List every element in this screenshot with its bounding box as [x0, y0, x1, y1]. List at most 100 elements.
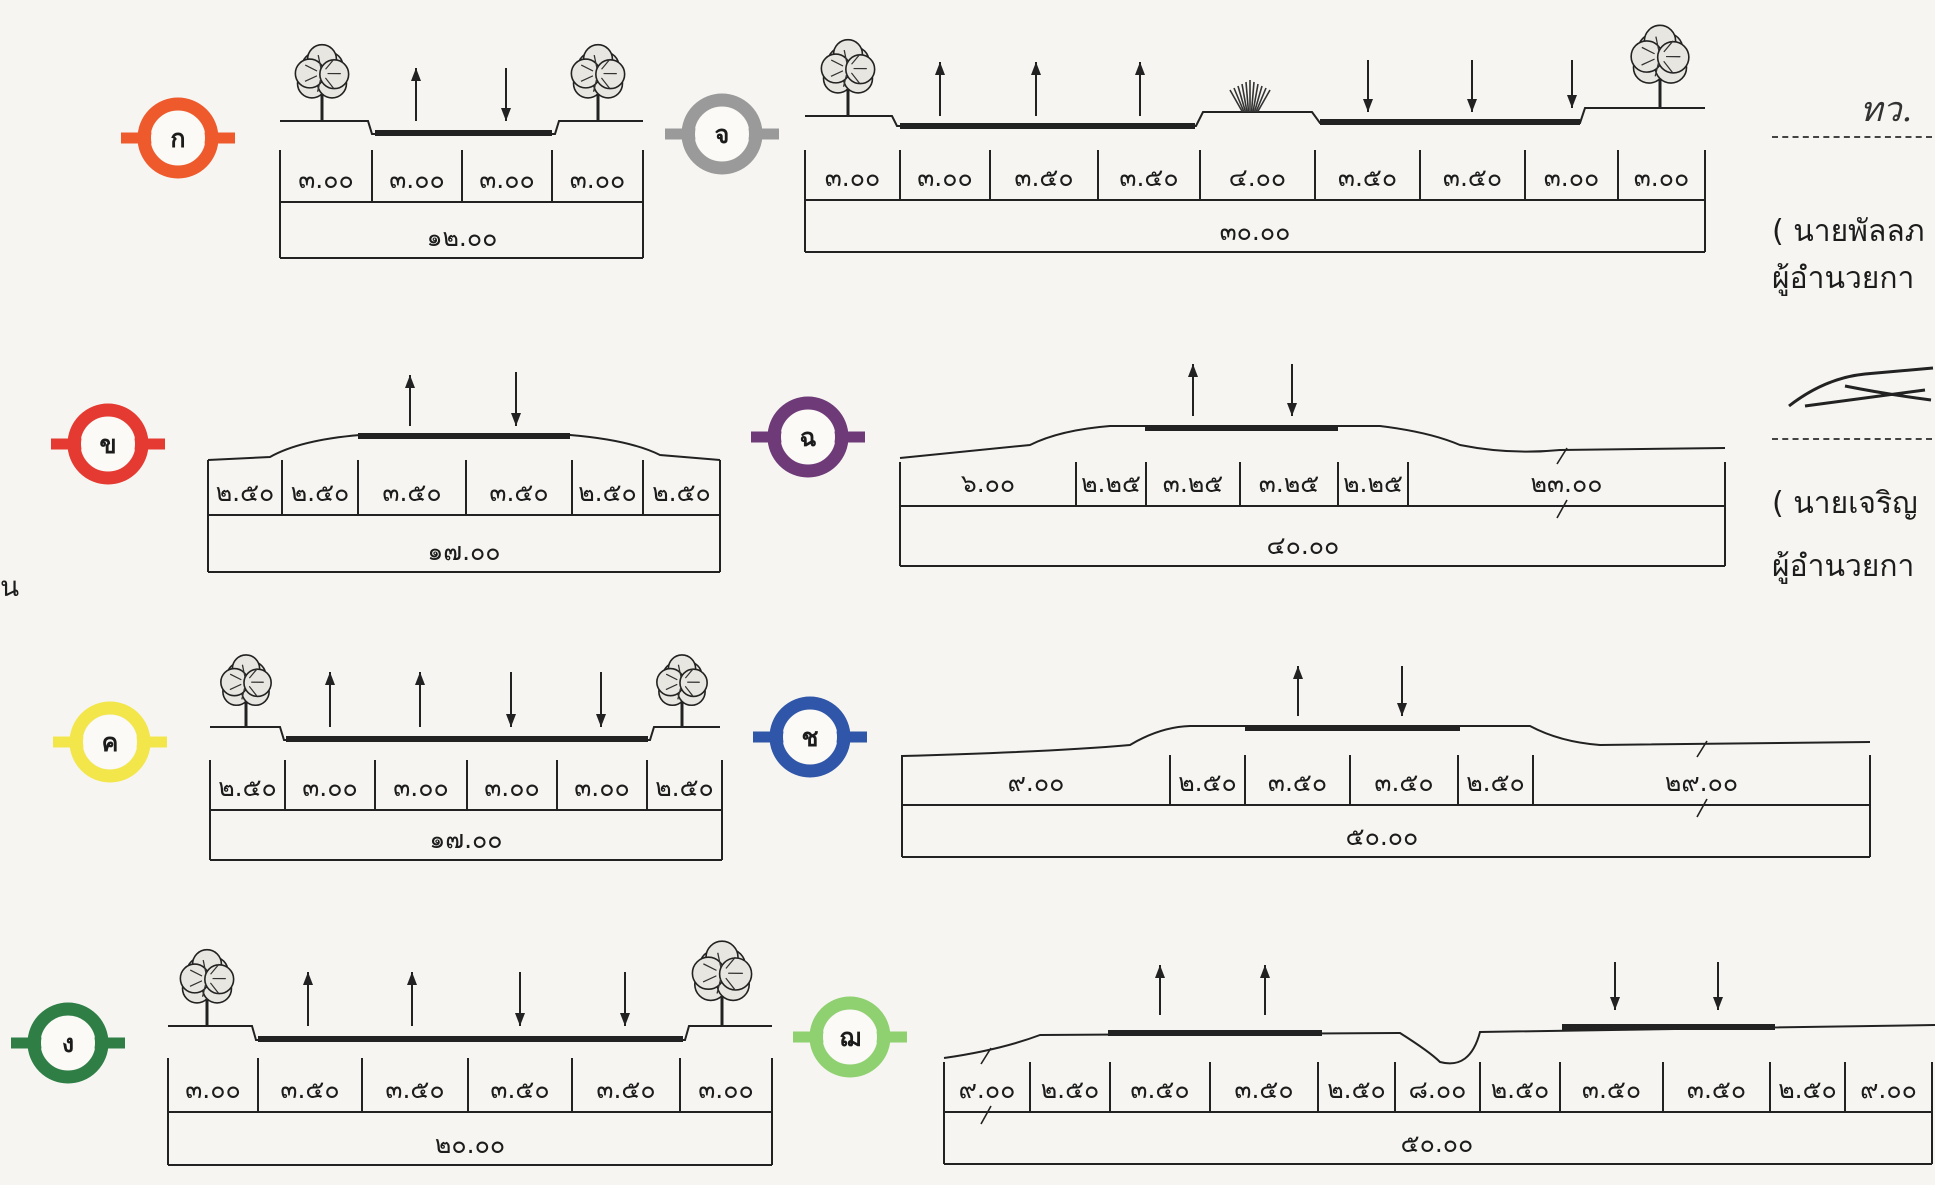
tree-branch: [830, 70, 844, 77]
tree-branch: [210, 982, 219, 994]
arrow-head: [1031, 62, 1041, 75]
badge-chor3: ฌ: [793, 996, 907, 1078]
arrow-head: [1397, 703, 1407, 716]
width-label: ๓.๕๐: [1234, 1075, 1293, 1104]
arrow-head: [411, 68, 421, 81]
tree-branch: [842, 73, 848, 87]
tree-branch: [851, 53, 861, 65]
tree-foliage: [204, 963, 235, 995]
shrub-stem: [1252, 83, 1259, 113]
badge-ring: [137, 97, 219, 179]
shrub-stem: [1253, 85, 1263, 113]
arrow-head: [1610, 997, 1620, 1010]
badge-chor: ฉ: [751, 396, 865, 478]
arrow-head: [1467, 99, 1477, 112]
width-label: ๒.๕๐: [216, 478, 275, 507]
dimension-table-khor: ๒.๕๐๒.๕๐๓.๕๐๓.๕๐๒.๕๐๒.๕๐๑๗.๐๐: [207, 460, 721, 573]
arrow-head: [501, 108, 511, 121]
width-label: ๒๓.๐๐: [1530, 469, 1602, 498]
badge-ngor: ง: [11, 1002, 125, 1084]
tree-branch: [581, 64, 594, 72]
tree-branch: [601, 77, 610, 89]
width-label: ๓.๕๐: [1119, 163, 1178, 192]
tree-icon: [656, 654, 708, 727]
width-label: ๓.๐๐: [484, 773, 540, 802]
arrow-head: [596, 714, 606, 727]
width-label: ๓.๐๐: [393, 773, 449, 802]
traffic-arrow-down: [1397, 666, 1407, 716]
badge-ring: [769, 696, 851, 778]
width-label: ๒.๕๐: [655, 773, 714, 802]
signature-line-2: [1772, 438, 1932, 440]
badge-letter: ฉ: [799, 423, 816, 452]
tree-icon: [1630, 24, 1690, 108]
traffic-arrow-up: [935, 62, 945, 116]
width-label: ๓.๕๐: [280, 1075, 339, 1104]
dimension-table-kor: ๓.๐๐๓.๐๐๓.๐๐๓.๐๐๑๒.๐๐: [279, 150, 644, 259]
tree-branch: [1663, 61, 1673, 73]
badge-ring: [67, 403, 149, 485]
tree-branch: [703, 963, 717, 971]
tree-branch: [189, 980, 203, 987]
arrow-head: [1567, 95, 1577, 108]
tree-branch: [305, 64, 318, 72]
badge-center: [151, 111, 205, 165]
total-width-label: ๑๗.๐๐: [429, 825, 502, 854]
width-label: ๓.๕๐: [1374, 768, 1433, 797]
width-label: ๒.๒๕: [1343, 469, 1403, 498]
shrub-icon: [1229, 80, 1271, 113]
total-width-label: ๒๐.๐๐: [435, 1130, 505, 1159]
traffic-arrow-down: [620, 972, 630, 1026]
badge-letter: ง: [62, 1029, 74, 1058]
badge-letter: ช: [802, 723, 819, 752]
badge-jor: จ: [665, 93, 779, 175]
tree-branch: [304, 75, 318, 82]
badge-letter: ก: [170, 124, 185, 153]
arrow-head: [1287, 403, 1297, 416]
left-margin-mark: น: [0, 570, 20, 603]
shrub-stem: [1241, 83, 1248, 113]
traffic-arrow-up: [303, 972, 313, 1026]
dimension-table-chor2: ๙.๐๐๒.๕๐๓.๕๐๓.๕๐๒.๕๐๒๙.๐๐๕๐.๐๐: [901, 740, 1871, 858]
width-label: ๓.๕๐: [490, 1075, 549, 1104]
break-mark: [1696, 740, 1708, 818]
tree-branch: [1641, 46, 1655, 55]
dimension-table-ngor: ๓.๐๐๓.๕๐๓.๕๐๓.๕๐๓.๕๐๓.๐๐๒๐.๐๐: [167, 1058, 773, 1166]
break-mark: [1556, 447, 1568, 519]
width-label: ๓.๐๐: [825, 163, 881, 192]
badge-ring: [681, 93, 763, 175]
width-label: ๒.๕๐: [1466, 768, 1525, 797]
arrow-head: [415, 672, 425, 685]
arrow-head: [303, 972, 313, 985]
traffic-arrow-up: [1135, 62, 1145, 116]
signer-role-1: ผู้อำนวยกา: [1772, 261, 1915, 296]
width-label: ๓.๕๐: [596, 1075, 655, 1104]
tree-foliage: [718, 957, 753, 991]
width-label: ๓.๕๐: [489, 478, 548, 507]
tree-branch: [851, 72, 860, 84]
tree-branch: [229, 683, 242, 690]
tree-branch: [248, 686, 258, 697]
tree-foliage: [319, 58, 350, 90]
tree-branch: [325, 77, 334, 89]
tree-icon: [820, 38, 876, 116]
traffic-arrow-up: [1188, 364, 1198, 416]
traffic-arrow-down: [511, 372, 521, 426]
width-label: ๓.๕๐: [1582, 1075, 1641, 1104]
tree-icon: [294, 43, 350, 121]
width-label: ๙.๐๐: [1860, 1075, 1917, 1104]
tree-branch: [684, 686, 694, 697]
arrow-head: [1188, 364, 1198, 377]
dimension-table-chor: ๖.๐๐๒.๒๕๓.๒๕๓.๒๕๒.๒๕๒๓.๐๐๔๐.๐๐: [899, 447, 1726, 567]
traffic-arrow-up: [415, 672, 425, 727]
width-label: ๖.๐๐: [961, 469, 1015, 498]
total-width-label: ๕๐.๐๐: [1401, 1129, 1474, 1158]
shrub-stem: [1233, 87, 1245, 113]
tree-branch: [325, 58, 335, 70]
traffic-arrow-down: [1363, 60, 1373, 112]
badge-letter: ค: [102, 728, 119, 757]
tree-foliage: [595, 58, 626, 90]
total-width-label: ๕๐.๐๐: [1346, 822, 1419, 851]
badge-ring: [767, 396, 849, 478]
